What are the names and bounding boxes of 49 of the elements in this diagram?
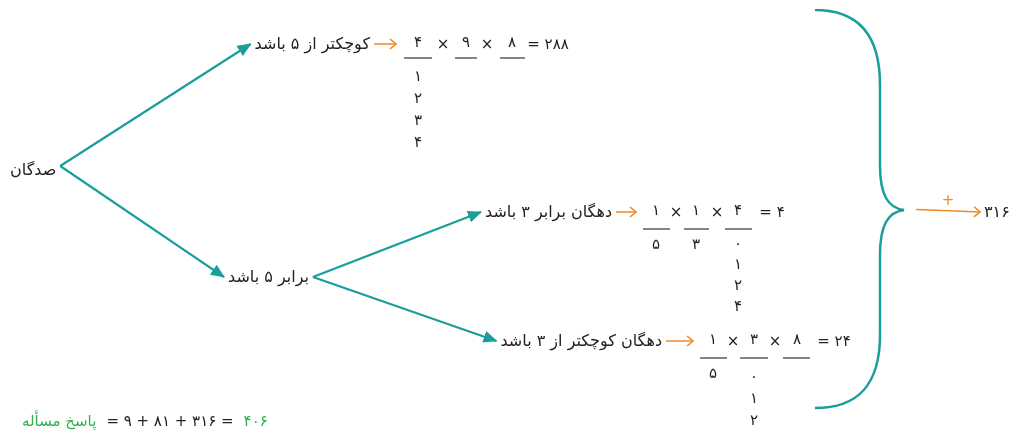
arrow <box>373 38 397 50</box>
arrow <box>312 275 498 343</box>
math-term: × <box>669 203 683 221</box>
arrow <box>59 43 252 167</box>
math-term: ۰ <box>749 367 759 385</box>
branch-label: دهگان کوچکتر از ۳ باشد <box>500 331 662 351</box>
math-term: = ۴ <box>759 203 785 221</box>
math-term: ۸ <box>507 33 517 51</box>
math-term: ۹ <box>461 33 471 51</box>
branch-label: ۳۱۶ <box>984 202 1010 222</box>
math-term: ۴ <box>413 133 423 151</box>
branch-label: برابر ۵ باشد <box>228 267 309 287</box>
math-term: ۴ <box>733 201 743 219</box>
arrow <box>615 206 637 218</box>
math-term: ۲ <box>733 276 743 294</box>
branch-label: دهگان برابر ۳ باشد <box>485 202 612 222</box>
math-term: ۸ <box>792 330 802 348</box>
math-term: ۱ <box>691 201 701 219</box>
math-term: ۲ <box>413 89 423 107</box>
math-term: × <box>710 203 724 221</box>
math-term: = ۲۸۸ <box>527 35 569 53</box>
answer-text: = ۹ + ۸۱ + ۳۱۶ = <box>106 412 234 430</box>
math-term: ۱ <box>733 255 743 273</box>
arrow <box>665 335 694 347</box>
math-term: × <box>768 332 782 350</box>
math-term: ۱ <box>651 201 661 219</box>
math-term: ۳ <box>691 235 701 253</box>
math-term: × <box>436 35 450 53</box>
math-term: ۴ <box>413 33 423 51</box>
math-term: ۱ <box>708 330 718 348</box>
answer-text: پاسخ مسأله <box>22 412 97 430</box>
answer-text: ۴۰۶ <box>243 412 268 430</box>
math-term: = ۲۴ <box>817 332 851 350</box>
math-term: ۲ <box>749 411 759 429</box>
math-term: ۳ <box>749 330 759 348</box>
math-term: × <box>480 35 494 53</box>
arrow <box>59 165 225 278</box>
math-term: × <box>726 332 740 350</box>
math-term: ۱ <box>413 67 423 85</box>
branch-label: کوچکتر از ۵ باشد <box>254 34 370 54</box>
math-term: ۰ <box>733 234 743 252</box>
branch-label: صدگان <box>10 160 57 180</box>
arrow <box>312 210 482 279</box>
math-term: ۵ <box>708 364 718 382</box>
math-term: ۱ <box>749 389 759 407</box>
arrow <box>915 205 981 218</box>
math-term: ۳ <box>413 111 423 129</box>
math-term: ۴ <box>733 297 743 315</box>
math-term: ۵ <box>651 235 661 253</box>
